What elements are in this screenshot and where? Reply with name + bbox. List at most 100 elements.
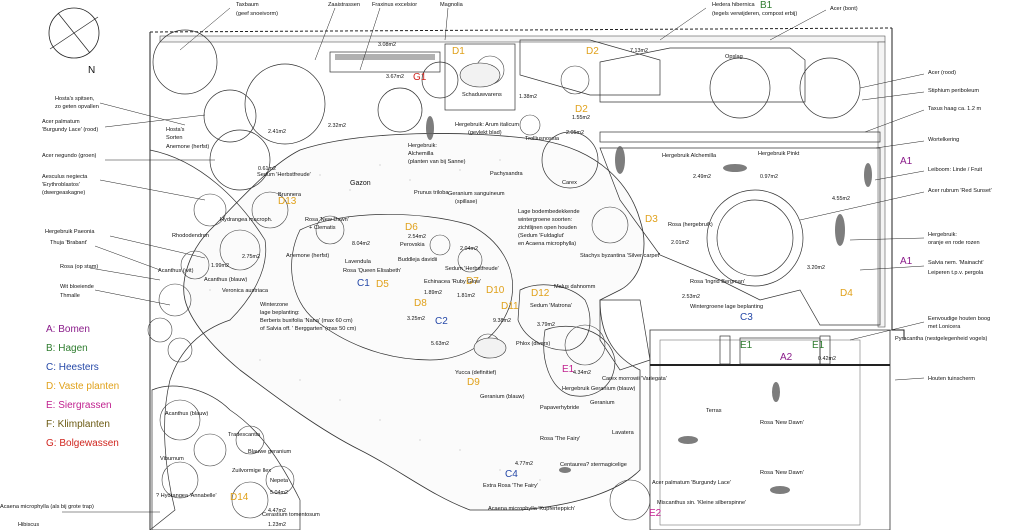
hatch-patch — [678, 436, 698, 444]
label-acaena-microphylla: Acaena microphylla 'Kupferteppich' — [488, 506, 575, 512]
tree-acer-rood — [799, 57, 861, 119]
area-label: 9.38m2 — [493, 318, 511, 324]
code-d2a: D2 — [586, 46, 599, 57]
label-geranium: Geranium — [590, 400, 615, 406]
tree-acer-palmatum — [203, 89, 257, 143]
leader — [444, 7, 449, 41]
hedge-strip-right — [877, 41, 886, 328]
label-salvia: Salvia nem. 'Mainacht' — [928, 260, 984, 266]
label-terras: Terras — [706, 408, 722, 414]
shrub-circle — [159, 399, 201, 441]
area-label: 4.77m2 — [515, 461, 533, 467]
label-cerastium: Cerastium tomentosum — [262, 512, 320, 518]
label-rosa-fairy: Rosa 'The Fairy' — [540, 436, 580, 442]
label-acer-palmatum-2: 'Burgundy Lace' (rood) — [42, 127, 98, 133]
compass-line-2 — [57, 12, 91, 54]
pond-shape — [473, 337, 507, 359]
label-winterzone: Winterzone — [260, 302, 288, 308]
code-c2: C2 — [435, 316, 448, 327]
stipple-dot — [379, 164, 381, 166]
trees — [152, 29, 861, 287]
label-leiboom: Leiboom: Linde / Fruit — [928, 167, 983, 173]
bed-right-side — [599, 147, 881, 326]
hatched-plantings — [335, 54, 872, 494]
area-label: 0.97m2 — [760, 174, 778, 180]
code-d2b: D2 — [575, 104, 588, 115]
area-label: 3.67m2 — [386, 74, 404, 80]
leader — [89, 267, 161, 281]
label-clematis: + Clematis — [309, 225, 336, 231]
shrub-circle — [560, 65, 590, 95]
label-hostas-spitsen: Hosta's spitsen, — [55, 96, 95, 102]
stipple-dot — [319, 174, 321, 176]
code-d5: D5 — [376, 279, 389, 290]
leader — [359, 7, 381, 71]
label-eenvoudige-houten: Eenvoudige houten boog — [928, 316, 990, 322]
tree-left-shrub — [377, 87, 423, 133]
bed-d2 — [519, 39, 661, 96]
hatch-patch — [770, 486, 790, 494]
label-malus: Malus dahnomm — [554, 284, 596, 290]
area-label: 1.23m2 — [268, 522, 286, 528]
terrace-area — [649, 329, 891, 530]
compass: N — [48, 7, 100, 76]
label-rosa-ingrid: Rosa 'Ingrid Bergman' — [690, 279, 745, 285]
label-lavatera: Lavatera — [612, 430, 635, 436]
leader — [849, 237, 925, 241]
label-winterzone-2: lage beplanting: — [260, 310, 300, 316]
hatch-patch — [559, 467, 571, 473]
leader — [659, 7, 707, 41]
label-wit-bloeiende: Wit bloeiende — [60, 284, 94, 290]
label-hedera-note: (tegels verwijderen, compost erbij) — [712, 11, 797, 17]
label-trollius: Trolliusnossia — [525, 136, 560, 142]
lawn-stipple — [209, 159, 541, 481]
label-veronica: Veronica austriaca — [222, 288, 269, 294]
area-label: 5.04m2 — [270, 490, 288, 496]
label-rosa-queen: Rosa 'Queen Elisabeth' — [343, 268, 401, 274]
hatch-patch — [835, 214, 845, 246]
shrub-circle — [158, 283, 192, 317]
code-d4: D4 — [840, 288, 853, 299]
label-hergebruik-pinkt: Hergebruik Pinkt — [758, 151, 800, 157]
leader — [94, 245, 161, 271]
code-d11: D11 — [501, 301, 519, 312]
code-c1: C1 — [357, 278, 370, 289]
leader — [859, 73, 925, 89]
label-fraxinus: Fraxinus excelsior — [372, 2, 417, 8]
boundary-top — [149, 27, 893, 33]
label-hydrangea-annabelle: ? Hydrangea 'Annabelle' — [156, 493, 217, 499]
code-a2: A2 — [780, 352, 793, 363]
shrub-circle — [147, 317, 173, 343]
leader — [874, 170, 925, 181]
stipple-dot — [539, 479, 541, 481]
pond-top — [459, 62, 501, 88]
code-d3: D3 — [645, 214, 658, 225]
label-thuja: Thuja 'Brabant' — [50, 240, 87, 246]
legend-item-f: F: Klimplanten — [46, 419, 110, 430]
stipple-dot — [409, 179, 411, 181]
tree-acer-rubrum-inner — [716, 199, 794, 277]
label-acaena-grote-trap: Acaena microphylla (als bij grote trap) — [0, 504, 94, 510]
shrub-circle — [429, 234, 451, 256]
label-hergebruik-alchemilla: Hergebruik Alchemilla — [662, 153, 717, 159]
label-yucca: Yucca (definitief) — [455, 370, 496, 376]
label-houten-tuinscherm: Houten tuinscherm — [928, 376, 975, 382]
label-carex-morrowii: Carex morrowii 'Variegata' — [602, 376, 667, 382]
label-magnolia: Magnolia — [440, 2, 464, 8]
bed-opslag — [599, 47, 806, 103]
label-winterzone-3: Berberis buxifolia 'Nana' (max 60 cm) — [260, 318, 353, 324]
label-brunnera: Brunnera — [278, 192, 302, 198]
label-miscanthus: Miscanthus sin. 'Kleine silberspinne' — [657, 500, 746, 506]
stipple-dot — [419, 439, 421, 441]
label-lage-bodem-2: wintergroene soorten: — [517, 217, 573, 223]
plant-labels: Taxbaum (geef snoeivorm) Zaaistrassen Fr… — [0, 2, 992, 528]
leader — [99, 102, 186, 126]
leader — [861, 91, 925, 101]
label-lage-bodem-5: en Acaena microphylla) — [518, 241, 576, 247]
leader — [859, 265, 925, 271]
leader-lines — [62, 7, 925, 513]
stipple-dot — [339, 399, 341, 401]
label-lage-bodem-3: zichtlijnen open houden — [518, 225, 577, 231]
area-label: 2.05m2 — [566, 130, 584, 136]
